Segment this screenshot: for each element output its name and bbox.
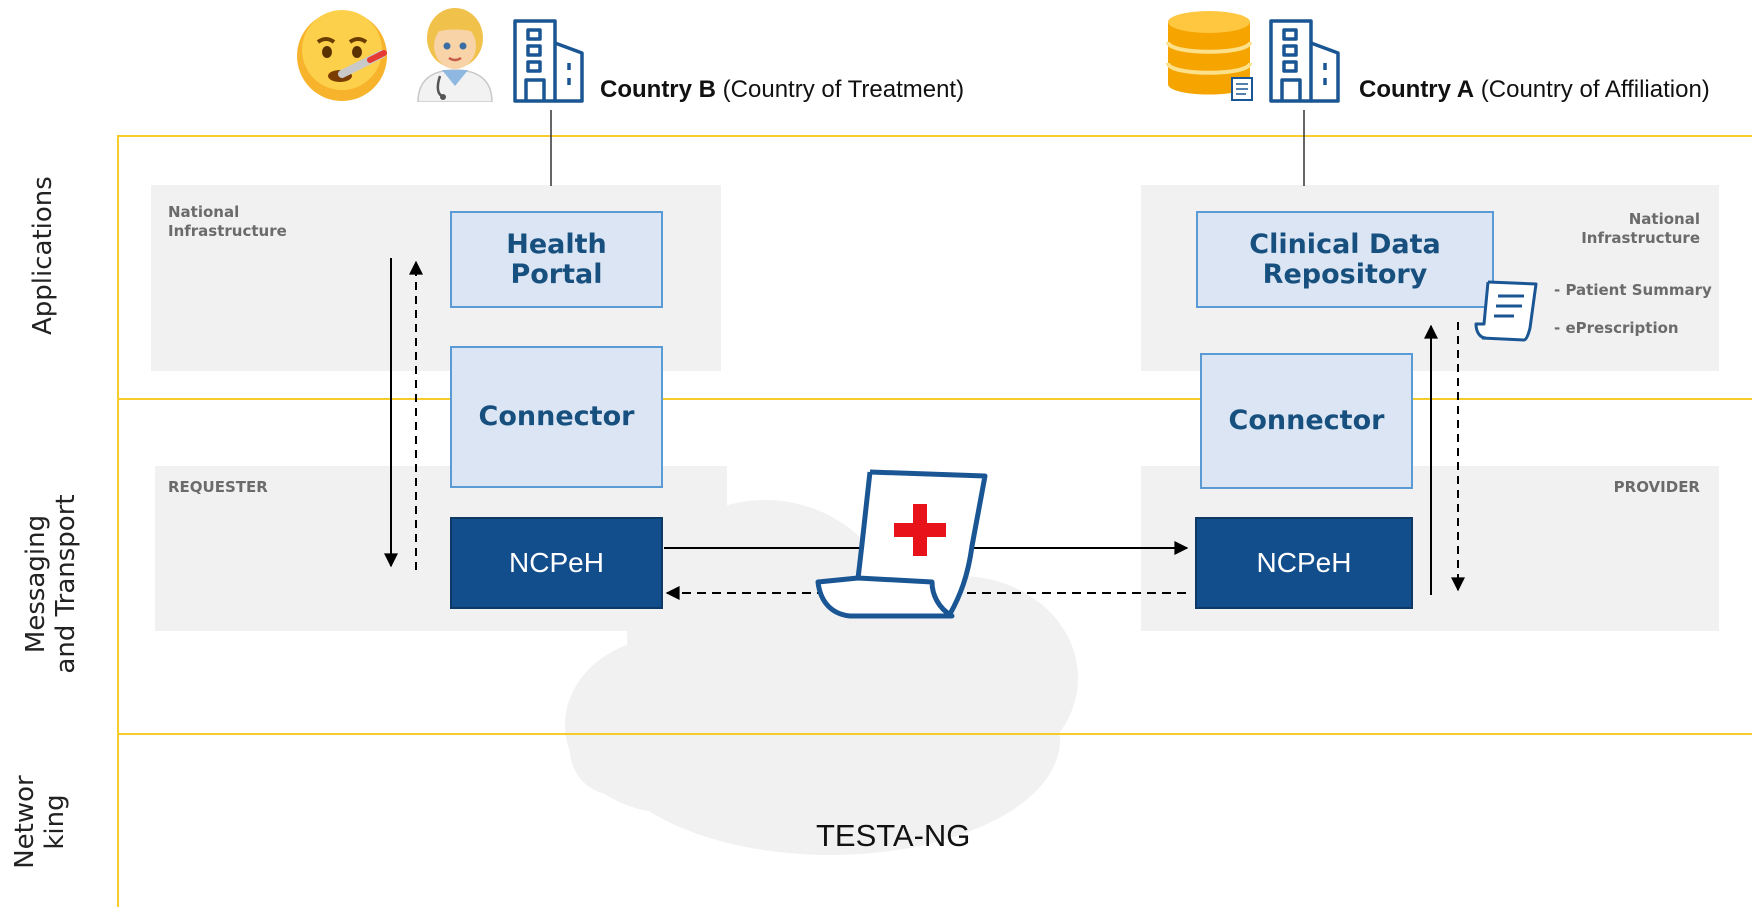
database-icon xyxy=(1166,11,1253,101)
cloud-icon xyxy=(565,500,1078,855)
hospital-building-icon xyxy=(1269,19,1340,103)
country-b-role: (Country of Treatment) xyxy=(722,76,965,103)
layer-line-bottom xyxy=(117,733,1752,735)
requester-label: REQUESTER xyxy=(168,478,268,496)
layer-line-top xyxy=(117,135,1752,137)
clinical-data-repository-box: Clinical Data Repository xyxy=(1196,211,1494,308)
country-b-name: Country B xyxy=(600,76,716,103)
right-ncpeh-box: NCPeH xyxy=(1195,517,1413,609)
left-ncpeh-box: NCPeH xyxy=(450,517,663,609)
country-a-name: Country A xyxy=(1359,76,1475,103)
sick-face-icon xyxy=(297,10,387,101)
hospital-building-icon xyxy=(513,19,584,103)
doc-item-patient-summary: - Patient Summary xyxy=(1554,281,1712,299)
country-a-role: (Country of Affiliation) xyxy=(1480,76,1710,103)
layer-border-left xyxy=(117,136,119,907)
right-connector-box: Connector xyxy=(1200,353,1413,489)
doctor-icon xyxy=(417,8,493,102)
left-national-infrastructure-label: National Infrastructure xyxy=(168,203,287,240)
health-portal-box: Health Portal xyxy=(450,211,663,308)
country-b-label: Country B (Country of Treatment) xyxy=(600,76,964,104)
layer-line-middle xyxy=(117,398,1752,400)
document-icon xyxy=(1474,280,1538,342)
testa-ng-label: TESTA-NG xyxy=(816,818,971,853)
left-connector-box: Connector xyxy=(450,346,663,488)
country-a-label: Country A (Country of Affiliation) xyxy=(1359,76,1710,104)
right-national-infrastructure-label: National Infrastructure xyxy=(1581,210,1700,247)
medical-document-icon xyxy=(815,469,988,619)
doc-item-eprescription: - ePrescription xyxy=(1554,319,1679,337)
provider-label: PROVIDER xyxy=(1613,478,1700,496)
